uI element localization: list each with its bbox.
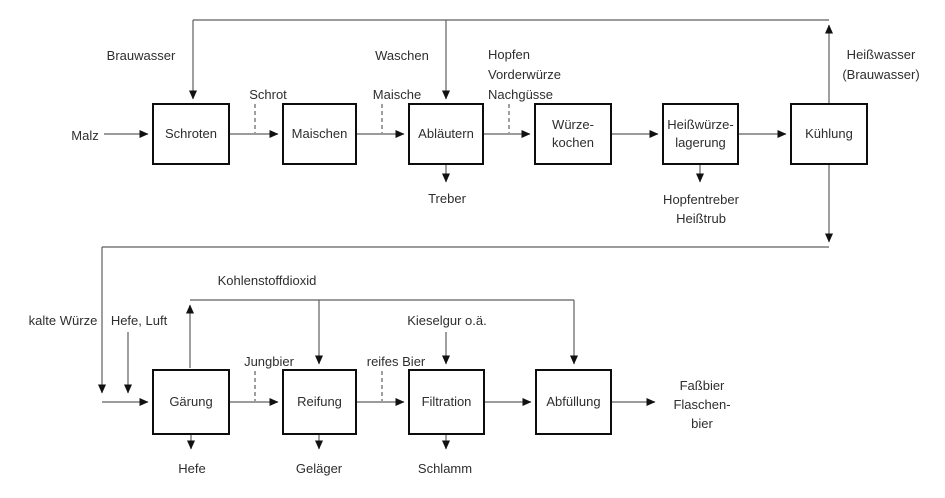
process-box-reifung: Reifung <box>282 369 357 435</box>
label-treber: Treber <box>428 191 466 206</box>
output-arrows <box>187 165 704 450</box>
co2-line <box>186 299 578 368</box>
process-box-maischen: Maischen <box>282 103 357 165</box>
process-box-maischen-label: Maischen <box>291 126 348 141</box>
process-box-heisswuerzelagerung: Heißwürze- lagerung <box>662 103 739 165</box>
label-hefe-luft: Hefe, Luft <box>110 313 168 328</box>
process-box-heisswuerzelagerung-label: Heißwürze- lagerung <box>667 117 734 150</box>
cooling-to-fermentation-line <box>98 165 833 394</box>
input-arrows <box>124 332 450 394</box>
label-heisswasser-brauwasser: Heißwasser (Brauwasser) <box>842 47 920 82</box>
process-box-filtration-label: Filtration <box>421 394 472 409</box>
process-box-schroten: Schroten <box>152 103 230 165</box>
label-kalte-wuerze: kalte Würze <box>28 313 98 328</box>
process-box-reifung-label: Reifung <box>297 394 342 409</box>
process-box-wuerzekochen: Würze- kochen <box>534 103 612 165</box>
label-hopfen-vorderwuerze-nachguesse: Hopfen Vorderwürze Nachgüsse <box>488 47 561 102</box>
process-box-ablaeutern: Abläutern <box>408 103 484 165</box>
label-fassbier-flaschenbier: Faßbier Flaschen- bier <box>673 378 731 431</box>
process-box-kuehlung: Kühlung <box>790 103 868 165</box>
label-kieselgur: Kieselgur o.ä. <box>407 313 487 328</box>
label-schlamm: Schlamm <box>417 461 473 476</box>
brewwater-recycle-line <box>189 19 833 103</box>
label-maische: Maische <box>372 87 422 102</box>
process-box-filtration: Filtration <box>408 369 485 435</box>
label-malz: Malz <box>71 128 99 143</box>
label-schrot: Schrot <box>249 87 287 102</box>
process-box-ablaeutern-label: Abläutern <box>418 126 474 141</box>
label-gelaeger: Geläger <box>295 461 343 476</box>
process-box-abfuellung-label: Abfüllung <box>546 394 601 409</box>
label-brauwasser: Brauwasser <box>106 48 176 63</box>
process-box-wuerzekochen-label: Würze- kochen <box>552 117 594 150</box>
label-jungbier: Jungbier <box>244 354 294 369</box>
label-waschen: Waschen <box>375 48 429 63</box>
label-hefe-output: Hefe <box>178 461 206 476</box>
label-kohlenstoffdioxid: Kohlenstoffdioxid <box>217 273 317 288</box>
process-box-abfuellung: Abfüllung <box>535 369 612 435</box>
label-hopfentreber-heisstrub: Hopfentreber Heißtrub <box>663 192 739 226</box>
process-box-schroten-label: Schroten <box>164 126 218 141</box>
process-box-gaerung-label: Gärung <box>169 394 213 409</box>
process-box-gaerung: Gärung <box>152 369 230 435</box>
stream-dashed-lines <box>254 104 510 401</box>
label-reifes-bier: reifes Bier <box>366 354 426 369</box>
process-box-kuehlung-label: Kühlung <box>805 126 853 141</box>
